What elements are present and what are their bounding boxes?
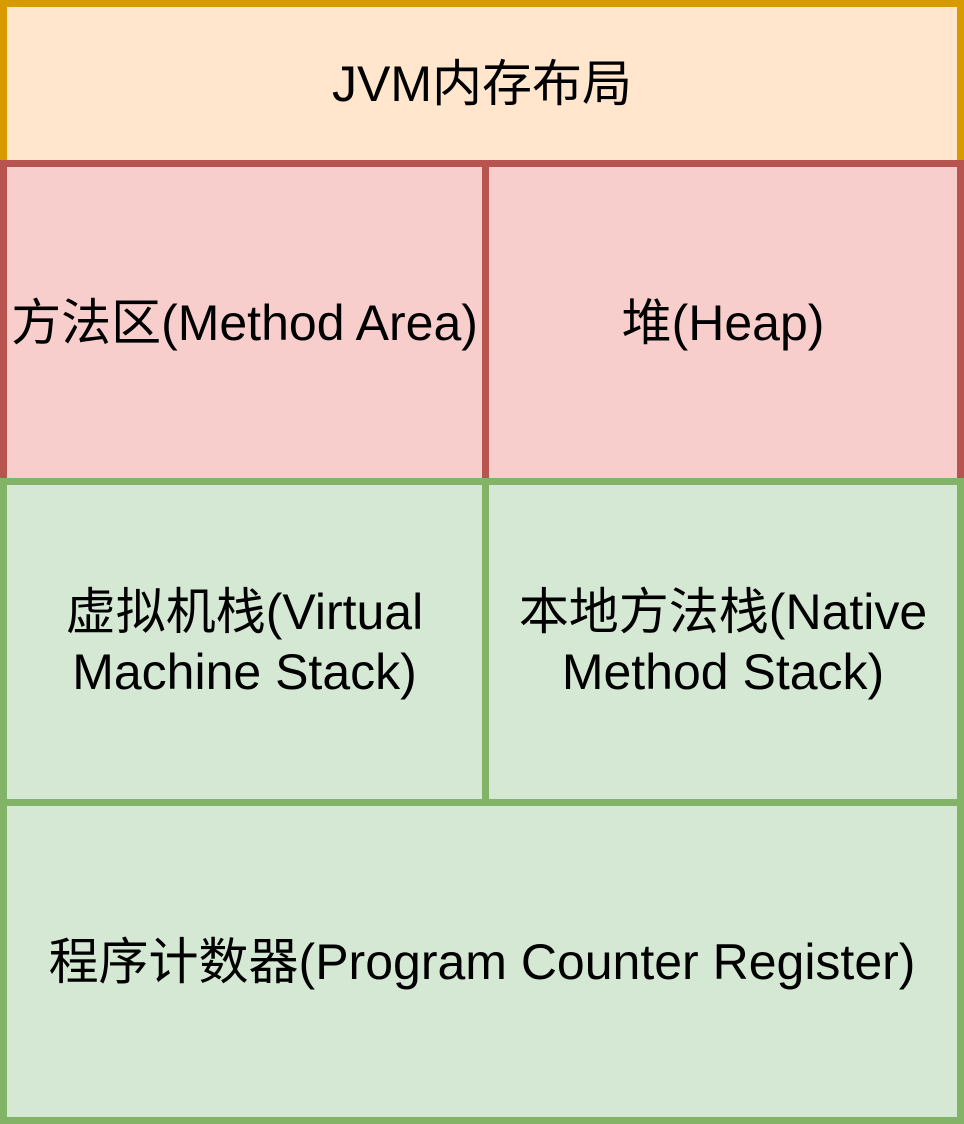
program-counter-register-label: 程序计数器(Program Counter Register) xyxy=(48,933,916,990)
heap-label: 堆(Heap) xyxy=(621,294,825,351)
program-counter-register-cell: 程序计数器(Program Counter Register) xyxy=(0,799,964,1124)
method-area-cell: 方法区(Method Area) xyxy=(0,160,489,485)
virtual-machine-stack-label: 虚拟机栈(Virtual Machine Stack) xyxy=(65,584,424,700)
virtual-machine-stack-cell: 虚拟机栈(Virtual Machine Stack) xyxy=(0,478,489,806)
method-area-label: 方法区(Method Area) xyxy=(11,294,478,351)
native-method-stack-cell: 本地方法栈(Native Method Stack) xyxy=(482,478,964,806)
diagram-title: JVM内存布局 xyxy=(332,55,632,112)
native-method-stack-label: 本地方法栈(Native Method Stack) xyxy=(518,584,928,700)
title-cell: JVM内存布局 xyxy=(0,0,964,167)
heap-cell: 堆(Heap) xyxy=(482,160,964,485)
